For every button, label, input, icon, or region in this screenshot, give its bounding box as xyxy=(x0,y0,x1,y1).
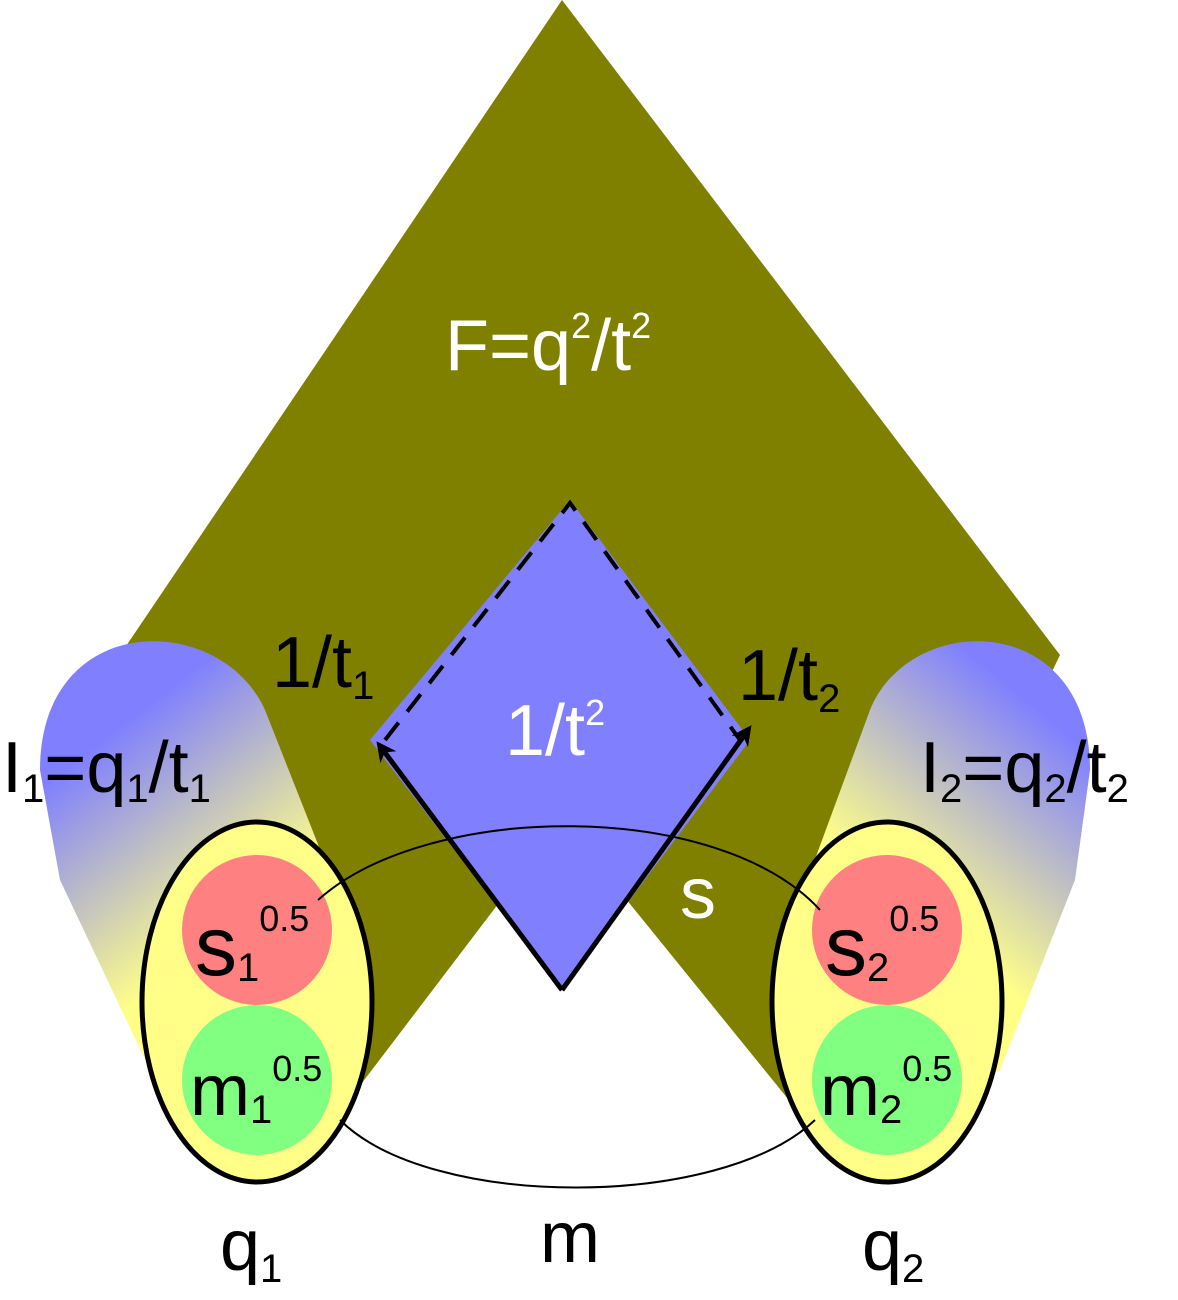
s-circle-right xyxy=(812,855,962,1005)
s-circle-left xyxy=(182,855,332,1005)
m-link-label: m xyxy=(540,1198,600,1278)
inner-diamond-label: 1/t2 xyxy=(505,691,605,771)
s-link-label: s xyxy=(680,854,716,934)
intensity-left-label: I1=q1/t1 xyxy=(2,728,211,811)
m-circle-right xyxy=(812,1005,962,1155)
arrow-to-right xyxy=(559,725,752,992)
s-link-curve xyxy=(317,825,821,911)
charge-right-label: q2 xyxy=(862,1206,924,1291)
m-circle-left xyxy=(182,1005,332,1155)
arrow-right-label: 1/t2 xyxy=(738,636,840,721)
arrow-left-label: 1/t1 xyxy=(272,623,374,708)
s-node-left-label: s10.5 xyxy=(195,898,309,993)
force-label: F=q2/t2 xyxy=(445,305,651,386)
charge-left-label: q1 xyxy=(220,1206,282,1291)
s-node-right-label: s20.5 xyxy=(825,898,939,993)
m-link-curve xyxy=(339,1119,816,1189)
arrow-to-left xyxy=(376,741,565,992)
m-node-right-label: m20.5 xyxy=(820,1048,952,1132)
m-node-left-label: m10.5 xyxy=(190,1048,322,1132)
diamond-dashed-edges xyxy=(383,499,742,742)
intensity-right-label: I2=q2/t2 xyxy=(920,728,1129,811)
